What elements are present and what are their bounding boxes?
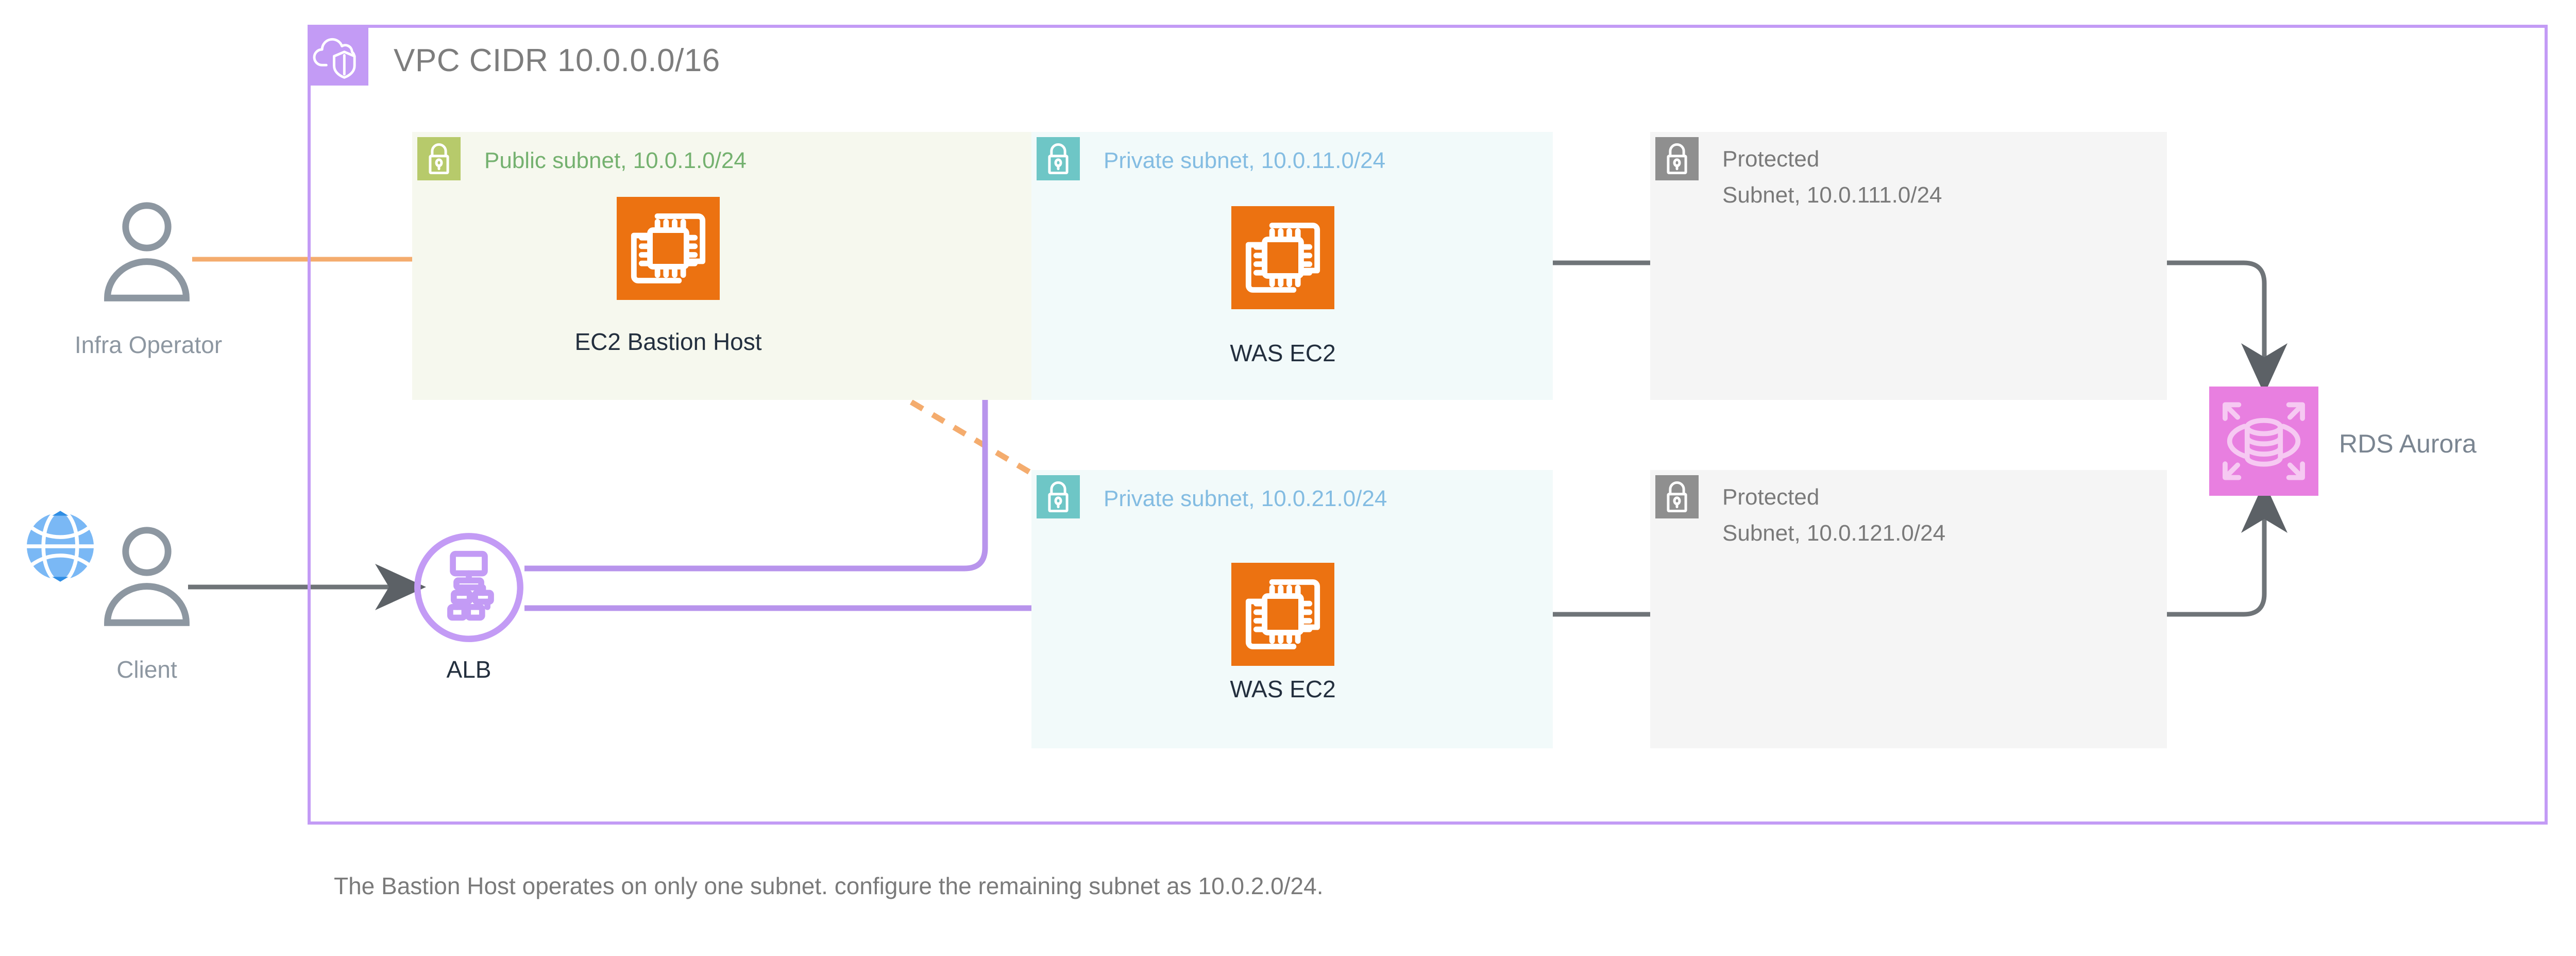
lock-icon (417, 137, 461, 180)
node-label-was-b: WAS EC2 (1230, 676, 1336, 702)
subnet-label-private-a: Private subnet, 10.0.11.0/24 (1104, 148, 1386, 173)
vpc-title: VPC CIDR 10.0.0.0/16 (394, 43, 720, 78)
lock-icon (1655, 475, 1699, 518)
user-icon (98, 526, 196, 629)
node-label-rds: RDS Aurora (2339, 429, 2477, 458)
globe-icon (22, 508, 99, 585)
ec2-instance-icon[interactable] (1231, 206, 1334, 309)
subnet-label-protected-b-line2: Subnet, 10.0.121.0/24 (1722, 521, 1946, 546)
vpc-cloud-shield-icon (311, 28, 368, 86)
vpc-boundary (308, 25, 2548, 825)
lock-icon (1037, 475, 1080, 518)
user-icon (98, 201, 196, 304)
subnet-label-private-b: Private subnet, 10.0.21.0/24 (1104, 486, 1387, 511)
subnet-label-protected-a-line1: Protected (1722, 146, 1820, 172)
subnet-label-protected-a-line2: Subnet, 10.0.111.0/24 (1722, 182, 1942, 208)
ec2-instance-icon[interactable] (1231, 563, 1334, 666)
diagram-caption: The Bastion Host operates on only one su… (334, 873, 1324, 899)
subnet-zone-protected-b (1650, 470, 2167, 748)
actor-label-infra-operator: Infra Operator (74, 331, 223, 358)
node-label-alb: ALB (446, 656, 492, 683)
load-balancer-icon[interactable] (412, 531, 526, 644)
rds-aurora-icon[interactable] (2209, 387, 2318, 496)
node-label-was-a: WAS EC2 (1230, 340, 1336, 366)
ec2-instance-icon[interactable] (617, 197, 720, 300)
subnet-zone-public (412, 132, 1043, 400)
lock-icon (1655, 137, 1699, 180)
lock-icon (1037, 137, 1080, 180)
node-label-bastion: EC2 Bastion Host (574, 328, 762, 355)
subnet-label-protected-b-line1: Protected (1722, 484, 1820, 510)
subnet-zone-protected-a (1650, 132, 2167, 400)
actor-label-client: Client (116, 656, 177, 683)
subnet-label-public: Public subnet, 10.0.1.0/24 (484, 148, 747, 173)
